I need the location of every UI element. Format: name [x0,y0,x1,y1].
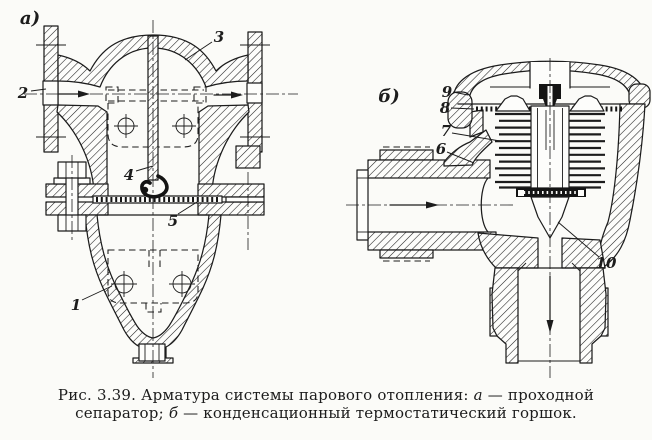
separator-section-drawing: а) 2 3 4 5 1 [17,8,298,378]
clamp-bolt [53,155,91,240]
flange-boss [235,145,261,169]
outlet-bore [246,82,263,104]
upper-clamp-flange-right [197,183,265,198]
caption-italic-b: б [168,403,179,422]
leader-lines-a [30,41,213,301]
part-label-8: 8 [440,99,451,117]
floor-left-seat [477,232,539,269]
outlet-union [489,262,609,364]
part-label-3: 3 [214,28,224,46]
bellows [495,112,605,189]
inlet-bore [42,80,59,106]
caption-italic-a: а [473,386,483,404]
cap-left-lug [447,91,473,129]
steam-trap-section-drawing: б) 9 8 7 6 10 [346,58,651,378]
flow-arrow-outlet [213,91,243,99]
part-label-9: 9 [442,83,453,101]
part-label-7: 7 [441,122,452,140]
flow-arrow-inlet-b [389,201,439,209]
pipe-bottom-boss [379,249,434,259]
pipe-top-boss [379,149,434,161]
pipe-bottom-wall [367,231,497,251]
lower-clamp-flange-right [197,201,265,216]
spring-washer-right [569,95,605,112]
figure-caption: Рис. 3.39. Арматура системы парового ото… [0,386,652,422]
part-label-10: 10 [596,254,617,272]
drain-hook [140,174,169,199]
body-right-wall [597,103,646,269]
leader-lines-b [446,91,600,258]
hidden-channel-upper [105,86,207,148]
drain-plug [138,343,166,362]
sublabel-a: а) [20,8,40,29]
bolt-slot [225,196,265,203]
caption-line-1: Рис. 3.39. Арматура системы парового ото… [57,386,595,404]
part-label-2: 2 [17,84,28,102]
bellows-bottom-plate [516,188,586,197]
sublabel-b: б) [378,86,400,107]
flow-arrow-outlet-b [546,275,554,333]
body-left-wall [469,109,484,138]
part-label-5: 5 [168,212,178,230]
spring-washer-left [495,95,531,112]
part-label-1: 1 [71,296,81,314]
part-label-6: 6 [436,140,447,158]
part-label-4: 4 [124,166,134,184]
caption-line-2: сепаратор; б — конденсационный термостат… [75,403,577,422]
flange-bolt-ticks [36,44,270,138]
dome-wall [57,34,249,88]
hidden-channel-lower [107,249,199,313]
